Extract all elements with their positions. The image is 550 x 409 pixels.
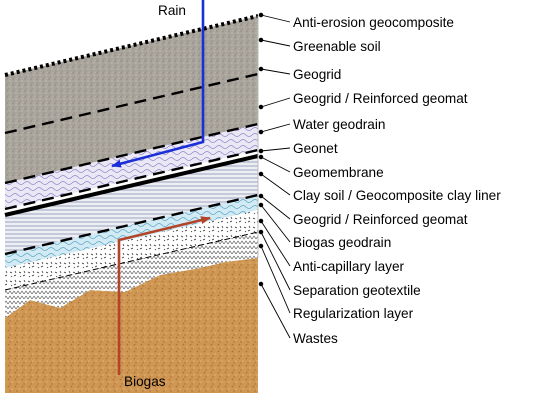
label-geogrid-reinforced-geomat-2: Geogrid / Reinforced geomat bbox=[293, 212, 468, 227]
line-geogrid-3 bbox=[4, 193, 259, 256]
label-geomembrane: Geomembrane bbox=[293, 165, 384, 180]
layer-regularization bbox=[5, 232, 258, 318]
line-geonet bbox=[4, 148, 259, 211]
layer-clay bbox=[5, 156, 258, 254]
rain-label: Rain bbox=[158, 3, 186, 18]
leader-lines bbox=[258, 12, 291, 339]
label-geogrid-reinforced-geomat-1: Geogrid / Reinforced geomat bbox=[293, 91, 468, 106]
layer-anti-capillary bbox=[5, 210, 258, 290]
biogas-arrow bbox=[117, 216, 211, 375]
line-geogrid-1 bbox=[4, 72, 259, 135]
label-geogrid: Geogrid bbox=[293, 67, 341, 82]
label-geonet: Geonet bbox=[293, 141, 338, 156]
layer-biogas-geodrain bbox=[5, 195, 258, 268]
rain-arrow bbox=[111, 0, 205, 168]
label-separation-geotextile: Separation geotextile bbox=[293, 283, 421, 298]
layer-greenable-soil bbox=[5, 16, 258, 183]
label-clay-soil-gcl: Clay soil / Geocomposite clay liner bbox=[293, 188, 501, 203]
layer-wastes bbox=[5, 258, 258, 393]
line-separation bbox=[4, 231, 259, 291]
label-greenable-soil: Greenable soil bbox=[293, 39, 381, 54]
line-anti-erosion bbox=[4, 14, 259, 77]
label-anti-capillary-layer: Anti-capillary layer bbox=[293, 259, 405, 274]
line-geogrid-2 bbox=[4, 122, 259, 185]
label-regularization-layer: Regularization layer bbox=[293, 306, 414, 321]
label-water-geodrain: Water geodrain bbox=[293, 117, 385, 132]
line-geomembrane bbox=[4, 154, 259, 217]
label-anti-erosion-geocomposite: Anti-erosion geocomposite bbox=[293, 15, 454, 30]
label-wastes: Wastes bbox=[293, 331, 338, 346]
biogas-label: Biogas bbox=[124, 374, 166, 389]
label-biogas-geodrain: Biogas geodrain bbox=[293, 235, 391, 250]
